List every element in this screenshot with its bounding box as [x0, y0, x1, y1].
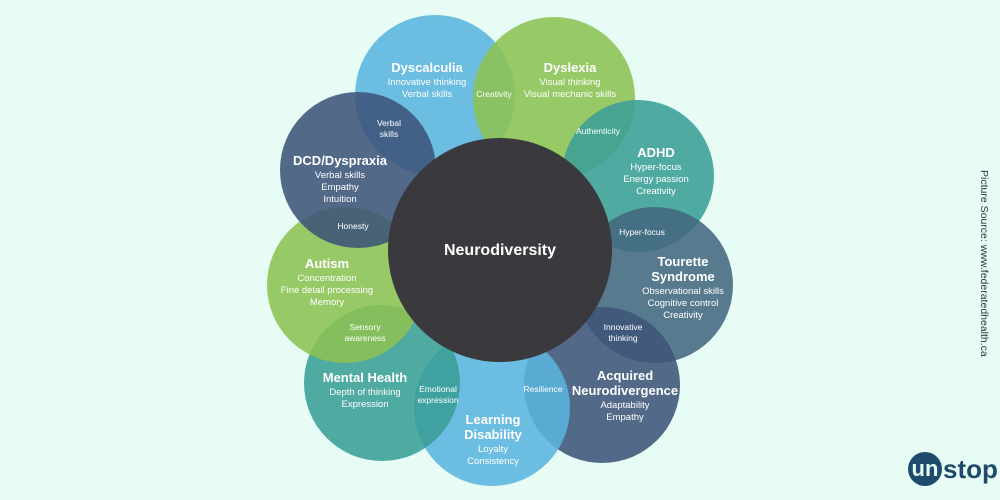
overlap-label: Honesty: [337, 221, 369, 231]
condition-title: Acquired: [597, 368, 653, 383]
condition-trait: Adaptability: [600, 400, 649, 411]
overlap-label: Emotional: [419, 384, 457, 394]
condition-title: Learning: [466, 412, 521, 427]
condition-trait: Hyper-focus: [630, 162, 681, 173]
condition-trait: Memory: [310, 297, 345, 308]
condition-trait: Concentration: [297, 273, 356, 284]
condition-trait: Visual mechanic skills: [524, 89, 616, 100]
overlap-label: Resilience: [523, 384, 562, 394]
center-label: Neurodiversity: [444, 242, 556, 259]
condition-trait: Verbal skills: [315, 170, 365, 181]
condition-title: DCD/Dyspraxia: [293, 153, 388, 168]
condition-trait: Intuition: [323, 194, 356, 205]
overlap-label: Hyper-focus: [619, 227, 665, 237]
condition-trait: Empathy: [321, 182, 359, 193]
overlap-label: Innovative: [604, 322, 643, 332]
condition-trait: Creativity: [663, 310, 703, 321]
condition-trait: Verbal skills: [402, 89, 452, 100]
picture-source: Picture Source: www.federatedhealth.ca: [978, 170, 990, 357]
center-circle: [388, 138, 612, 362]
condition-trait: Fine detail processing: [281, 285, 373, 296]
unstop-logo: un stop: [908, 452, 998, 486]
condition-trait: Depth of thinking: [329, 387, 400, 398]
logo-text: stop: [943, 453, 998, 484]
condition-trait: Cognitive control: [648, 298, 719, 309]
condition-title: Tourette: [657, 254, 708, 269]
overlap-label: awareness: [344, 333, 385, 343]
condition-title: Neurodivergence: [572, 383, 678, 398]
overlap-label: Verbal: [377, 118, 401, 128]
overlap-label: Sensory: [349, 322, 381, 332]
condition-trait: Consistency: [467, 456, 519, 467]
condition-trait: Observational skills: [642, 286, 724, 297]
condition-trait: Creativity: [636, 186, 676, 197]
overlap-label: skills: [380, 129, 398, 139]
condition-title: ADHD: [637, 145, 675, 160]
condition-title: Disability: [464, 427, 523, 442]
condition-title: Syndrome: [651, 269, 715, 284]
condition-trait: Loyalty: [478, 444, 508, 455]
logo-badge: un: [908, 452, 942, 486]
condition-title: Dyscalculia: [391, 60, 463, 75]
condition-trait: Empathy: [606, 412, 644, 423]
condition-title: Dyslexia: [544, 60, 598, 75]
circle-autism: [267, 207, 423, 363]
condition-title: Autism: [305, 256, 349, 271]
condition-trait: Visual thinking: [539, 77, 600, 88]
overlap-label: Creativity: [476, 89, 512, 99]
overlap-label: Authenticity: [576, 126, 621, 136]
condition-trait: Energy passion: [623, 174, 688, 185]
condition-trait: Expression: [342, 399, 389, 410]
overlap-label: thinking: [608, 333, 638, 343]
condition-title: Mental Health: [323, 370, 408, 385]
condition-trait: Innovative thinking: [388, 77, 467, 88]
overlap-label: expression: [417, 395, 458, 405]
